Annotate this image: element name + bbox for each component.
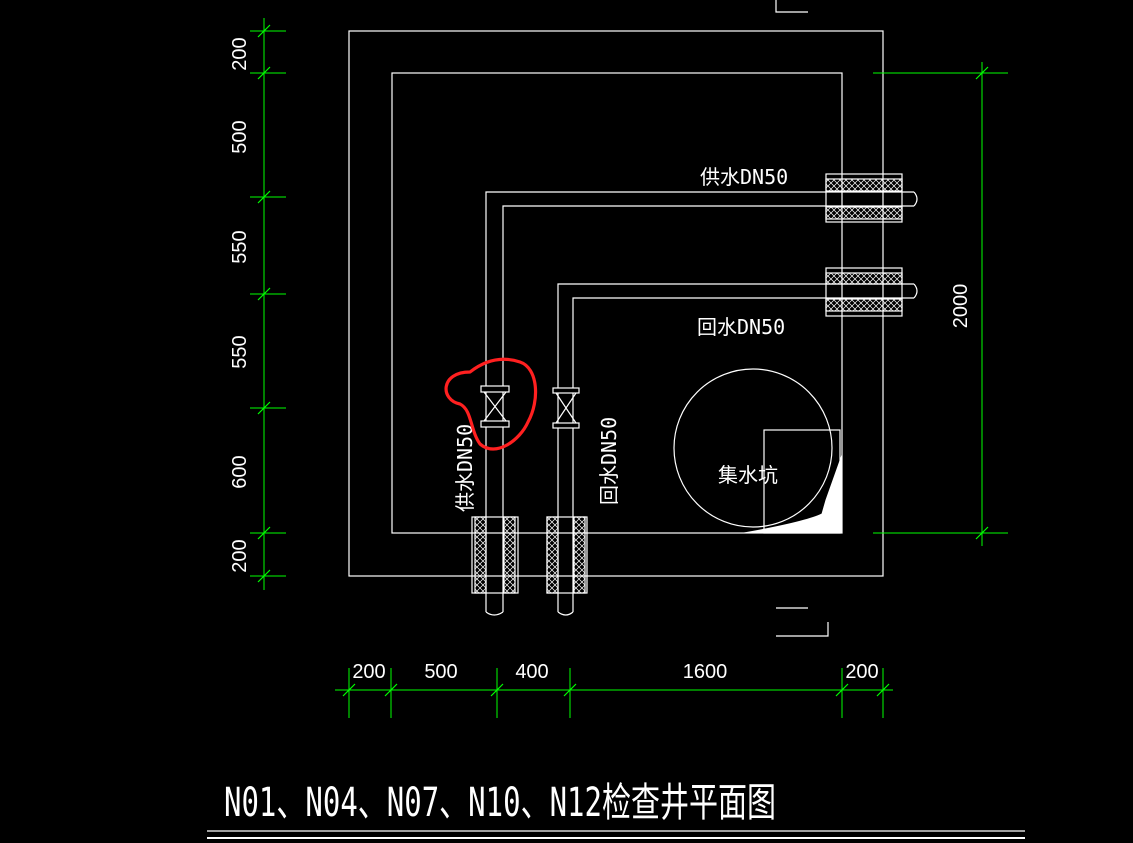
bottom-dimension-texts: 200 500 400 1600 200 <box>352 661 878 683</box>
drawing-title: N01、N04、N07、N10、N12检查井平面图 <box>224 780 776 826</box>
highlight-annotation <box>444 357 538 451</box>
left-dim-2: 500 <box>229 120 251 153</box>
supply-pipe-inner <box>502 205 914 612</box>
return-horizontal-label: 回水DN50 <box>697 315 785 339</box>
title-underlines <box>207 830 1025 839</box>
return-pipe-inner <box>572 297 914 612</box>
supply-horizontal-label: 供水DN50 <box>700 165 788 189</box>
supply-valve <box>480 385 510 428</box>
left-dim-6: 200 <box>229 539 251 572</box>
return-pipe-outer <box>557 283 914 612</box>
sump-pit <box>673 368 843 534</box>
left-dim-1: 200 <box>229 37 251 70</box>
left-dim-5: 600 <box>229 455 251 488</box>
left-dim-4: 550 <box>229 335 251 368</box>
supply-pipe-outer <box>485 191 914 612</box>
wall-sleeves <box>471 173 903 594</box>
right-dim: 2000 <box>950 284 972 329</box>
bottom-dimension-lines <box>335 668 893 718</box>
pipes <box>485 191 918 616</box>
bottom-dim-3: 400 <box>515 661 548 683</box>
sump-label: 集水坑 <box>718 463 778 487</box>
left-dim-3: 550 <box>229 230 251 263</box>
return-valve <box>552 387 580 429</box>
right-dimension-lines <box>873 62 1008 546</box>
bottom-dimension-ticks <box>342 683 890 697</box>
right-dimension-ticks <box>975 66 989 540</box>
bottom-dim-4: 1600 <box>683 661 728 683</box>
left-dimension-lines <box>250 18 286 590</box>
bottom-dim-1: 200 <box>352 661 385 683</box>
supply-vertical-label: 供水DN50 <box>453 424 477 512</box>
section-markers <box>775 0 829 637</box>
left-dimension-ticks <box>257 24 271 583</box>
bottom-dim-5: 200 <box>845 661 878 683</box>
left-dimension-texts: 200 500 550 550 600 200 <box>229 37 251 572</box>
bottom-dim-2: 500 <box>424 661 457 683</box>
return-vertical-label: 回水DN50 <box>597 417 621 505</box>
